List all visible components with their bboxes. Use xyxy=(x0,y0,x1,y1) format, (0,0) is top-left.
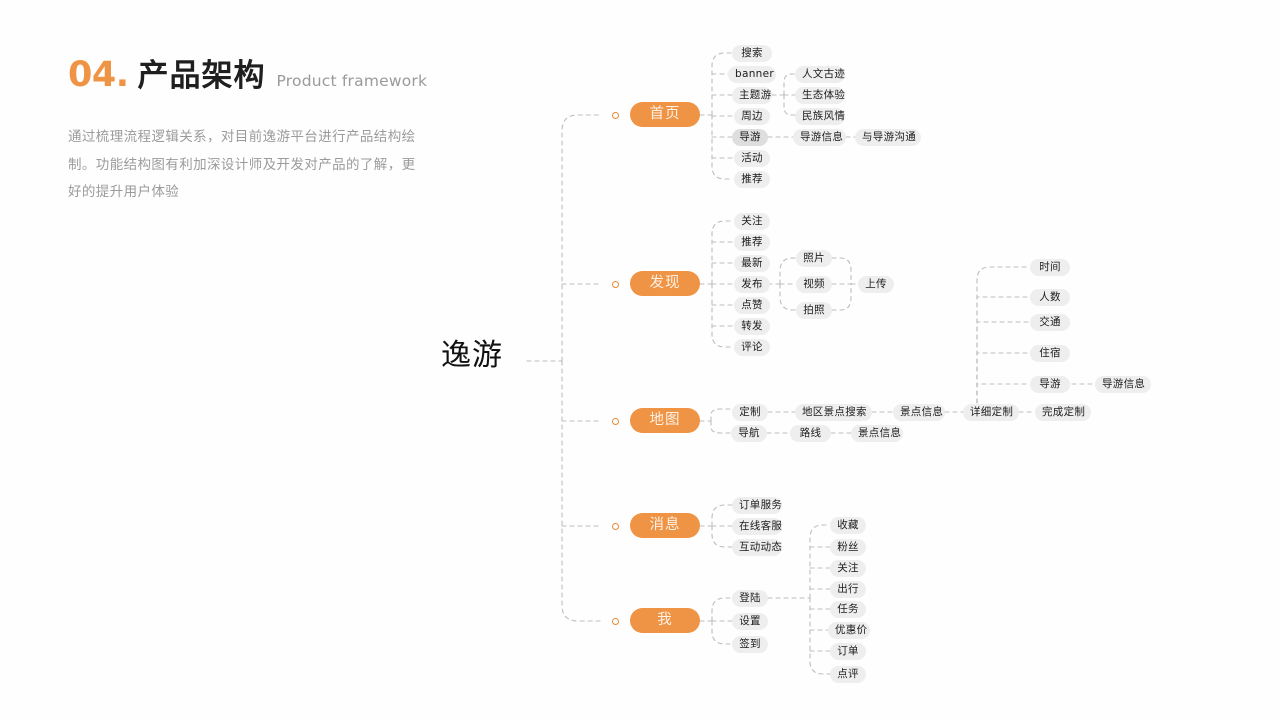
node-photo[interactable]: 照片 xyxy=(796,250,832,267)
node-trips[interactable]: 出行 xyxy=(830,581,866,598)
page-title: 04. 产品架构 Product framework xyxy=(68,58,438,93)
node-activity[interactable]: 活动 xyxy=(734,150,770,167)
node-time[interactable]: 时间 xyxy=(1030,259,1070,276)
node-discount-price[interactable]: 优惠价 xyxy=(828,622,870,639)
branch-node-home[interactable]: 首页 xyxy=(630,102,700,127)
section-number: 04. xyxy=(68,55,129,95)
node-route[interactable]: 路线 xyxy=(790,425,831,442)
node-video[interactable]: 视频 xyxy=(796,276,832,293)
node-online-support[interactable]: 在线客服 xyxy=(732,518,782,535)
node-reviews[interactable]: 点评 xyxy=(830,666,866,683)
node-nearby[interactable]: 周边 xyxy=(734,108,770,125)
node-order-service[interactable]: 订单服务 xyxy=(732,497,782,514)
node-finish-customize[interactable]: 完成定制 xyxy=(1035,404,1091,421)
node-recommend-home[interactable]: 推荐 xyxy=(734,171,770,188)
node-login[interactable]: 登陆 xyxy=(732,590,768,607)
node-orders[interactable]: 订单 xyxy=(830,643,866,660)
node-latest[interactable]: 最新 xyxy=(734,255,770,272)
node-guide-chat[interactable]: 与导游沟通 xyxy=(855,129,921,146)
node-ethnic-customs[interactable]: 民族风情 xyxy=(795,108,845,125)
node-tasks[interactable]: 任务 xyxy=(830,601,866,618)
node-interaction-feed[interactable]: 互动动态 xyxy=(732,539,782,556)
node-transport[interactable]: 交通 xyxy=(1030,314,1070,331)
node-guide-info-home[interactable]: 导游信息 xyxy=(793,129,846,146)
node-upload[interactable]: 上传 xyxy=(858,276,894,293)
branch-node-message[interactable]: 消息 xyxy=(630,513,700,538)
connector-ring-me xyxy=(612,617,619,625)
node-culture-relics[interactable]: 人文古迹 xyxy=(795,66,845,83)
connector-ring-map xyxy=(612,417,619,425)
node-like[interactable]: 点赞 xyxy=(734,297,770,314)
section-subtitle: Product framework xyxy=(276,72,428,90)
branch-node-discover[interactable]: 发现 xyxy=(630,271,700,296)
header-block: 04. 产品架构 Product framework 通过梳理流程逻辑关系，对目… xyxy=(68,58,438,207)
node-spot-info-1[interactable]: 景点信息 xyxy=(893,404,945,421)
node-settings[interactable]: 设置 xyxy=(732,613,768,630)
node-people-count[interactable]: 人数 xyxy=(1030,289,1070,306)
node-area-spot-search[interactable]: 地区景点搜索 xyxy=(795,404,872,421)
node-following[interactable]: 关注 xyxy=(830,560,866,577)
node-customize[interactable]: 定制 xyxy=(732,404,768,421)
node-comment[interactable]: 评论 xyxy=(734,339,770,356)
node-spot-info-2[interactable]: 景点信息 xyxy=(851,425,903,442)
node-detail-customize[interactable]: 详细定制 xyxy=(963,404,1019,421)
node-guide[interactable]: 导游 xyxy=(732,129,768,146)
node-collection[interactable]: 收藏 xyxy=(830,517,866,534)
node-eco-experience[interactable]: 生态体验 xyxy=(795,87,845,104)
node-banner[interactable]: banner xyxy=(728,66,776,83)
node-follow-discover[interactable]: 关注 xyxy=(734,213,770,230)
node-accommodation[interactable]: 住宿 xyxy=(1030,345,1070,362)
node-recommend-discover[interactable]: 推荐 xyxy=(734,234,770,251)
node-search[interactable]: 搜索 xyxy=(732,45,772,62)
node-theme-tour[interactable]: 主题游 xyxy=(732,87,772,104)
node-repost[interactable]: 转发 xyxy=(734,318,770,335)
branch-node-me[interactable]: 我 xyxy=(630,608,700,633)
node-guide-info-map[interactable]: 导游信息 xyxy=(1095,376,1151,393)
connector-ring-discover xyxy=(612,280,619,288)
node-publish[interactable]: 发布 xyxy=(734,276,770,293)
node-take-photo[interactable]: 拍照 xyxy=(796,302,832,319)
section-description: 通过梳理流程逻辑关系，对目前逸游平台进行产品结构绘制。功能结构图有利加深设计师及… xyxy=(68,129,416,201)
node-checkin[interactable]: 签到 xyxy=(732,636,768,653)
connector-ring-message xyxy=(612,522,619,530)
branch-node-map[interactable]: 地图 xyxy=(630,408,700,433)
node-fans[interactable]: 粉丝 xyxy=(830,539,866,556)
connector-ring-home xyxy=(612,111,619,119)
node-guide-map[interactable]: 导游 xyxy=(1030,376,1070,393)
section-title: 产品架构 xyxy=(137,58,266,94)
root-node: 逸游 xyxy=(441,338,503,373)
node-navigation[interactable]: 导航 xyxy=(731,425,767,442)
